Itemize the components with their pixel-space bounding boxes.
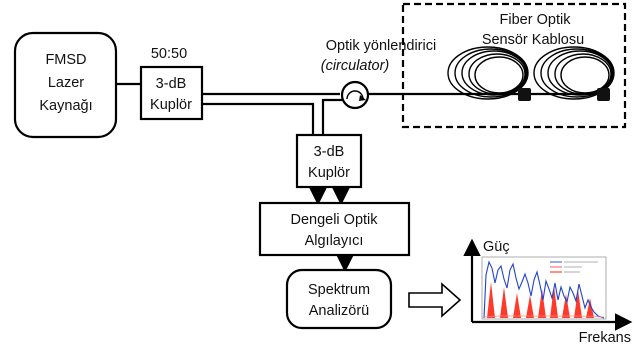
- output-block-arrow: [408, 282, 462, 318]
- pink-baseline-trace: [483, 315, 605, 318]
- detector-label-line2: Algılayıcı: [305, 233, 364, 249]
- laser-label-line3: Kaynağı: [39, 98, 92, 114]
- detector-box: [258, 201, 411, 257]
- detector-label-line1: Dengeli Optik: [290, 212, 378, 228]
- sensor-dashed-box: [401, 2, 627, 129]
- laser-label-line1: FMSD: [45, 52, 86, 68]
- laser-label-line2: Lazer: [48, 75, 84, 91]
- plot-x-label: Frekans: [579, 330, 631, 345]
- analyzer-label-line1: Spektrum: [308, 282, 370, 298]
- sensor-connector-2: [597, 88, 610, 101]
- sensor-connector-1: [518, 88, 531, 101]
- plot-frame: [481, 256, 607, 320]
- coupler-1-box: [139, 65, 204, 121]
- fiber-coil-1: [447, 46, 529, 100]
- spectrum-analyzer-box: [285, 268, 393, 330]
- fiber-circulator-to-coupler-2: [321, 98, 342, 135]
- coupler-2-label-line1: 3-dB: [314, 144, 345, 160]
- circulator-symbol: [340, 80, 370, 110]
- coupler-2-box: [295, 133, 363, 189]
- circulator-label-line1: Optik yönlendirici: [326, 38, 436, 54]
- sensor-label-line1: Fiber Optik: [500, 12, 572, 28]
- red-peaks: [487, 282, 594, 318]
- coupler-1-label-line1: 3-dB: [156, 76, 187, 92]
- coupler-2-label-line2: Kuplör: [308, 165, 350, 181]
- circulator-arrow-icon: [346, 90, 364, 100]
- sensor-label-line2: Sensör Kablosu: [482, 32, 584, 48]
- split-ratio-label: 50:50: [151, 46, 187, 62]
- spectrum-plot: Güç Frekans: [463, 238, 633, 345]
- plot-y-label: Güç: [483, 239, 510, 255]
- blue-spectrum-trace: [483, 260, 605, 319]
- legend-text-stubs: [564, 261, 598, 273]
- coupler-1-label-line2: Kuplör: [150, 97, 192, 113]
- fiber-coil-2: [533, 46, 615, 100]
- fiber-reference-arm: [202, 102, 315, 135]
- circulator-label-line2: (circulator): [321, 58, 389, 74]
- analyzer-label-line2: Analizörü: [309, 303, 369, 319]
- circulator-arrowhead-icon: [359, 95, 366, 101]
